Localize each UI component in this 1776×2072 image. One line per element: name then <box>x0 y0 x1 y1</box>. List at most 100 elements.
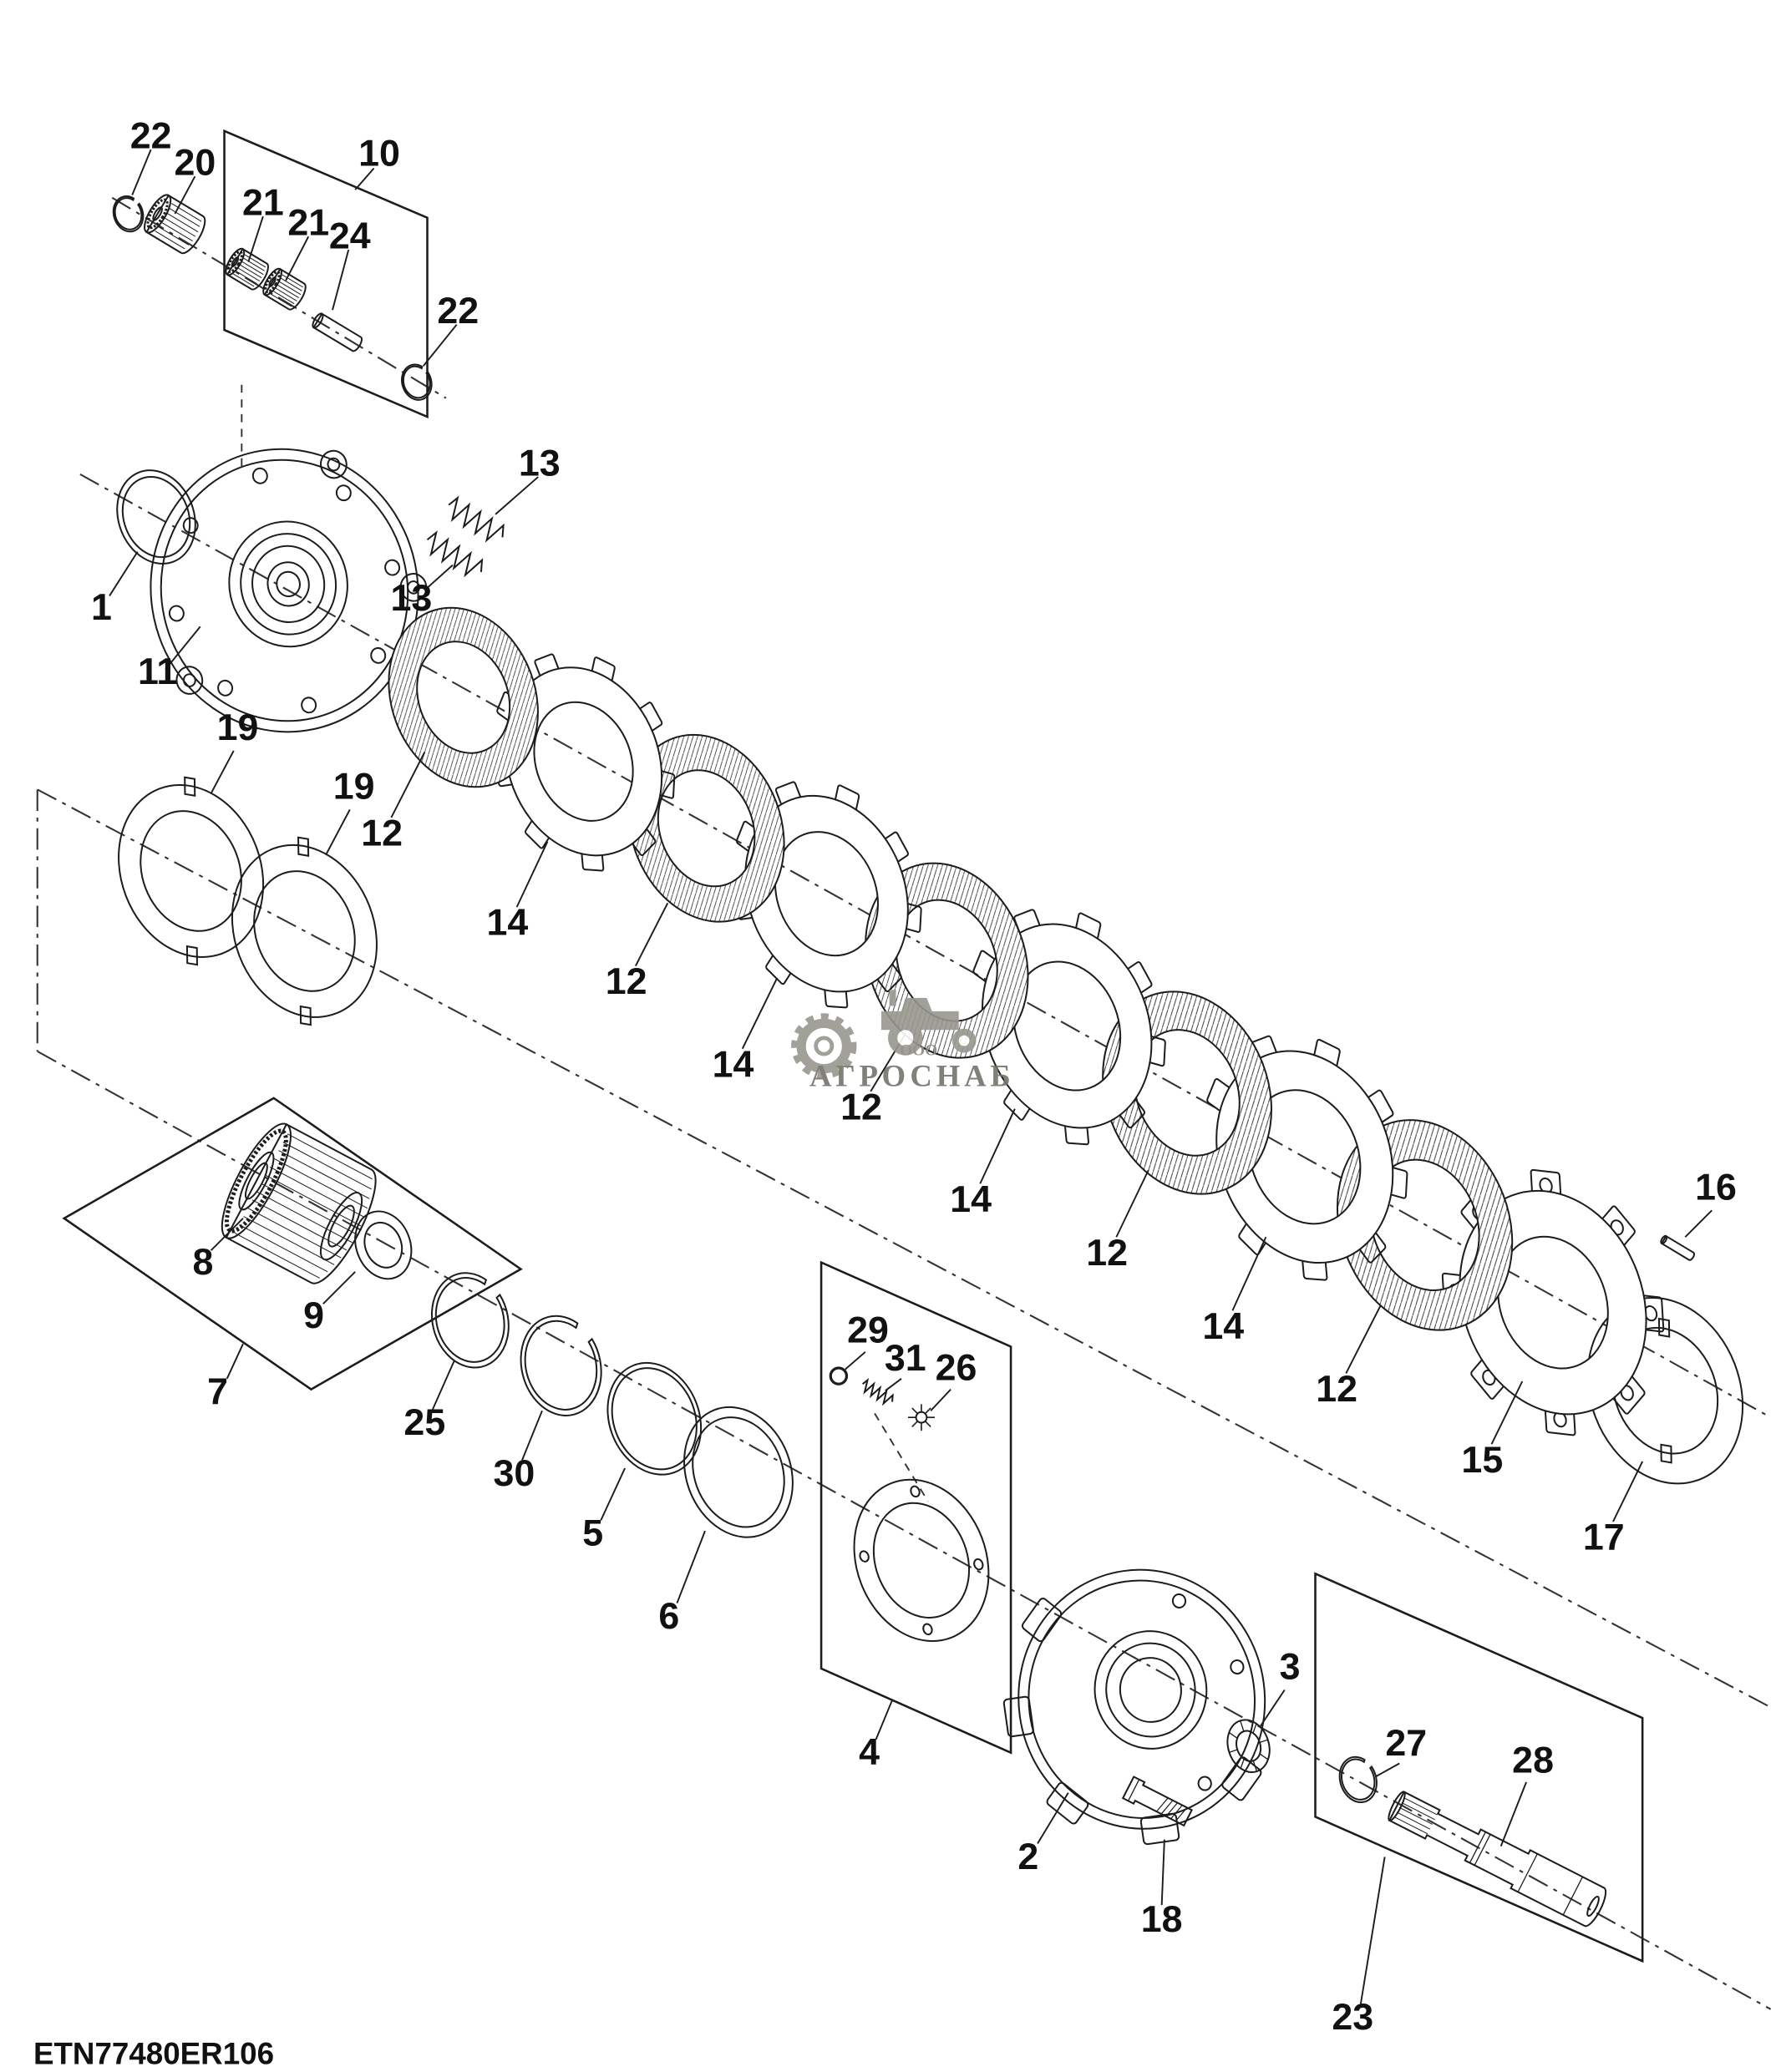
callout-12-3: 12 <box>840 1086 882 1127</box>
axis-line <box>111 196 447 399</box>
bolt-18 <box>1121 1775 1195 1831</box>
dowel-pin-16 <box>1658 1234 1697 1263</box>
housing-assembly <box>103 421 510 758</box>
snap-ring-25 <box>420 1263 520 1377</box>
star-washer-26 <box>906 1402 936 1432</box>
doc-code: ETN77480ER106 <box>33 2036 274 2070</box>
callout-26: 26 <box>936 1346 977 1388</box>
callout-labels: 22 20 10 21 21 24 22 13 13 1 11 19 19 12… <box>91 115 1737 2038</box>
callout-18: 18 <box>1141 1898 1183 1940</box>
panel-4 <box>819 1260 1012 1755</box>
leader-line <box>1345 1304 1382 1374</box>
callout-31: 31 <box>885 1337 926 1379</box>
leader-line <box>109 551 139 596</box>
spring-13a <box>441 494 510 548</box>
callout-7: 7 <box>207 1370 228 1412</box>
spring-31 <box>859 1378 896 1408</box>
axis-line <box>37 788 1772 1709</box>
leader-line <box>354 167 375 190</box>
leader-line <box>165 626 201 671</box>
leader-line <box>332 249 350 311</box>
callout-24: 24 <box>329 215 371 257</box>
callout-14-2: 14 <box>713 1043 754 1085</box>
callout-13-b: 13 <box>390 577 432 619</box>
leader-line <box>515 841 549 908</box>
callout-22-a: 22 <box>130 115 172 157</box>
snap-ring-27 <box>1333 1751 1383 1808</box>
callout-14-3: 14 <box>950 1178 992 1220</box>
leader-line <box>600 1467 626 1521</box>
leader-line <box>226 1343 244 1380</box>
leader-line <box>426 564 454 589</box>
leader-line <box>1374 1762 1400 1778</box>
leader-line <box>635 902 669 966</box>
leader-line <box>210 750 235 794</box>
sealing-ring-6 <box>664 1390 813 1554</box>
leader-line <box>390 752 426 818</box>
leader-line <box>174 175 196 215</box>
callout-16: 16 <box>1695 1166 1737 1208</box>
callout-13-a: 13 <box>519 442 561 484</box>
leader-line <box>930 1388 951 1411</box>
panel-10 <box>223 129 429 419</box>
axis-line <box>79 473 1772 1419</box>
snap-ring-30 <box>509 1305 613 1426</box>
leader-line <box>1160 1839 1165 1906</box>
leader-line <box>875 1700 893 1740</box>
leader-line <box>521 1410 543 1461</box>
leader-line <box>322 1271 356 1304</box>
callout-4: 4 <box>859 1731 880 1773</box>
watermark-prefix: ООО <box>900 1042 937 1060</box>
leader-line <box>1359 1857 1386 2004</box>
callout-2: 2 <box>1017 1836 1038 1877</box>
watermark-tractor-icon <box>881 990 977 1056</box>
panel-23 <box>1314 1572 1644 1963</box>
callout-23: 23 <box>1332 1996 1373 2038</box>
ball-29 <box>829 1366 849 1386</box>
callout-1: 1 <box>91 586 112 628</box>
callout-14-1: 14 <box>487 902 529 944</box>
leader-line <box>741 977 779 1050</box>
axis-connector <box>874 1412 929 1502</box>
center-lines <box>36 196 1772 2010</box>
callout-12-1: 12 <box>361 813 403 854</box>
leader-line <box>432 1360 455 1410</box>
callout-17: 17 <box>1583 1517 1625 1558</box>
watermark-name: АГРОСНАБ <box>809 1058 1015 1092</box>
leader-line <box>131 149 152 195</box>
callout-21-b: 21 <box>287 202 329 244</box>
leader-line <box>979 1108 1016 1184</box>
callout-28: 28 <box>1512 1740 1554 1781</box>
snap-ring-22b <box>397 360 437 404</box>
callout-20: 20 <box>174 142 216 184</box>
callout-19-a: 19 <box>217 707 259 748</box>
callout-15: 15 <box>1461 1439 1503 1481</box>
callout-12-2: 12 <box>606 960 647 1002</box>
leader-line <box>1612 1461 1644 1522</box>
leader-line <box>885 1378 902 1391</box>
drum-and-shaft-row <box>210 1116 1611 1931</box>
callout-30: 30 <box>494 1452 535 1494</box>
callout-29: 29 <box>847 1310 889 1351</box>
leader-line <box>1490 1380 1524 1445</box>
leader-line <box>495 476 539 515</box>
callout-11: 11 <box>138 651 177 692</box>
sealing-ring-5 <box>591 1348 718 1490</box>
axis-line <box>37 1050 1772 2010</box>
leader-line <box>285 236 310 281</box>
leader-line <box>1260 1689 1286 1727</box>
leader-line <box>1231 1236 1267 1311</box>
callout-22-b: 22 <box>437 290 479 332</box>
leader-line <box>210 1218 244 1251</box>
callout-10: 10 <box>358 132 400 174</box>
callout-8: 8 <box>193 1241 214 1283</box>
piston-housing-2 <box>987 1552 1286 1863</box>
callout-12-4: 12 <box>1086 1232 1128 1274</box>
leader-line <box>676 1530 706 1603</box>
panel-7 <box>62 1097 523 1391</box>
callout-5: 5 <box>582 1512 603 1554</box>
leader-line <box>325 808 351 856</box>
callout-9: 9 <box>303 1294 324 1336</box>
